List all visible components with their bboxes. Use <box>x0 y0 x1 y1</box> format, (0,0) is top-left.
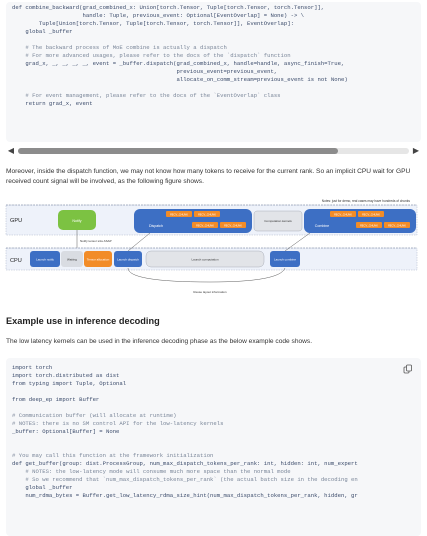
code-line: allocate_on_comm_stream=previous_event i… <box>12 76 348 83</box>
recv-chunk-1 <box>166 211 192 217</box>
launch-notify-box <box>30 251 60 267</box>
svg-text:Launch combine: Launch combine <box>274 258 296 262</box>
code-line: from deep_ep import Buffer <box>12 396 100 403</box>
code-line <box>12 436 421 444</box>
chevron-left-icon[interactable]: ◀ <box>7 146 15 155</box>
section-title: Example use in inference decoding <box>6 316 160 326</box>
paragraph-dispatch-wait: Moreover, inside the dispatch function, … <box>6 168 411 185</box>
scrollbar-thumb[interactable] <box>18 148 338 154</box>
code-line <box>12 388 421 396</box>
svg-text:RECV_CHUNK: RECV_CHUNK <box>170 213 188 217</box>
gpu-label: GPU <box>10 218 22 224</box>
svg-text:Launch dispatch: Launch dispatch <box>117 258 139 262</box>
code-line: handle: Tuple, previous_event: Optional[… <box>12 12 305 19</box>
code-line: # The backward process of MoE combine is… <box>12 44 227 51</box>
launch-computation-box <box>145 250 265 268</box>
code-line: # So we recommend that `num_max_dispatch… <box>12 476 358 483</box>
computation-kernels-box <box>253 210 303 232</box>
code-line: _buffer: Optional[Buffer] = None <box>12 428 120 435</box>
recv-chunk-3 <box>192 222 218 228</box>
copy-icon[interactable] <box>403 364 413 374</box>
code-line: previous_event=previous_event, <box>12 68 278 75</box>
code-line: Tuple[Union[torch.Tensor, Tuple[torch.Te… <box>12 20 294 27</box>
combine-label: Combine <box>315 224 329 228</box>
recv-chunk-2 <box>194 211 220 217</box>
code-line: num_rdma_bytes = Buffer.get_low_latency_… <box>12 492 358 499</box>
code-line: import torch.distributed as dist <box>12 372 120 379</box>
svg-text:RECV_CHUNK: RECV_CHUNK <box>196 224 214 228</box>
code-line: global _buffer <box>12 484 73 491</box>
svg-text:RECV_CHUNK: RECV_CHUNK <box>360 224 378 228</box>
svg-text:RECV_CHUNK: RECV_CHUNK <box>334 213 352 217</box>
code-line: import torch <box>12 364 53 371</box>
dispatch-box <box>134 209 252 233</box>
code-line: from typing import Tuple, Optional <box>12 380 127 387</box>
comp-kernels-label: Computation kernels <box>264 219 292 223</box>
code-line: # For event management, please refer to … <box>12 92 281 99</box>
reuse-layout-label: Reuse layout information <box>193 290 227 294</box>
svg-text:Tensor allocation: Tensor allocation <box>87 258 110 262</box>
code-line: # NOTES: the low-latency mode will consu… <box>12 468 291 475</box>
code-line <box>12 444 421 452</box>
code-line: grad_x, _, _, _, _, event = _buffer.disp… <box>12 60 345 67</box>
code-line: global _buffer <box>12 28 73 35</box>
figure-note: Notes: just for demo, real cases may hav… <box>322 199 411 203</box>
svg-text:RECV_CHUNK: RECV_CHUNK <box>224 224 242 228</box>
code-line: # For more advanced usages, please refer… <box>12 52 291 59</box>
code-line: def combine_backward(grad_combined_x: Un… <box>12 4 325 11</box>
cpu-label: CPU <box>10 258 22 264</box>
waiting-box <box>61 251 83 267</box>
svg-text:Launch notify: Launch notify <box>36 258 54 262</box>
code-line: # Communication buffer (will allocate at… <box>12 412 177 419</box>
svg-text:RECV_CHUNK: RECV_CHUNK <box>362 213 380 217</box>
code-line: return grad_x, event <box>12 100 93 107</box>
launch-dispatch-box <box>114 251 142 267</box>
recv-chunk-4 <box>220 222 246 228</box>
svg-text:RECV_CHUNK: RECV_CHUNK <box>388 224 406 228</box>
code-line: # NOTES: there is no SM control API for … <box>12 420 224 427</box>
dispatch-label: Dispatch <box>149 224 163 228</box>
tensor-allocation-box <box>84 251 112 267</box>
svg-text:Launch computation: Launch computation <box>191 258 218 262</box>
notify-asap-label: Notify tensor size ASAP <box>80 239 112 243</box>
horizontal-scrollbar[interactable]: ◀ ▶ <box>6 146 421 156</box>
code-block-backward: def combine_backward(grad_combined_x: Un… <box>6 2 421 142</box>
code-line <box>12 404 421 412</box>
code-line: def get_buffer(group: dist.ProcessGroup,… <box>12 460 358 467</box>
svg-text:Waiting: Waiting <box>67 258 77 262</box>
notify-label: Notify <box>72 219 81 223</box>
paragraph-low-latency: The low latency kernels can be used in t… <box>6 338 313 345</box>
notify-box <box>58 210 96 230</box>
chevron-right-icon[interactable]: ▶ <box>412 146 420 155</box>
code-line: # You may call this function at the fram… <box>12 452 214 459</box>
launch-combine-box <box>270 251 300 267</box>
code-lines: def combine_backward(grad_combined_x: Un… <box>6 2 421 108</box>
svg-text:RECV_CHUNK: RECV_CHUNK <box>198 213 216 217</box>
